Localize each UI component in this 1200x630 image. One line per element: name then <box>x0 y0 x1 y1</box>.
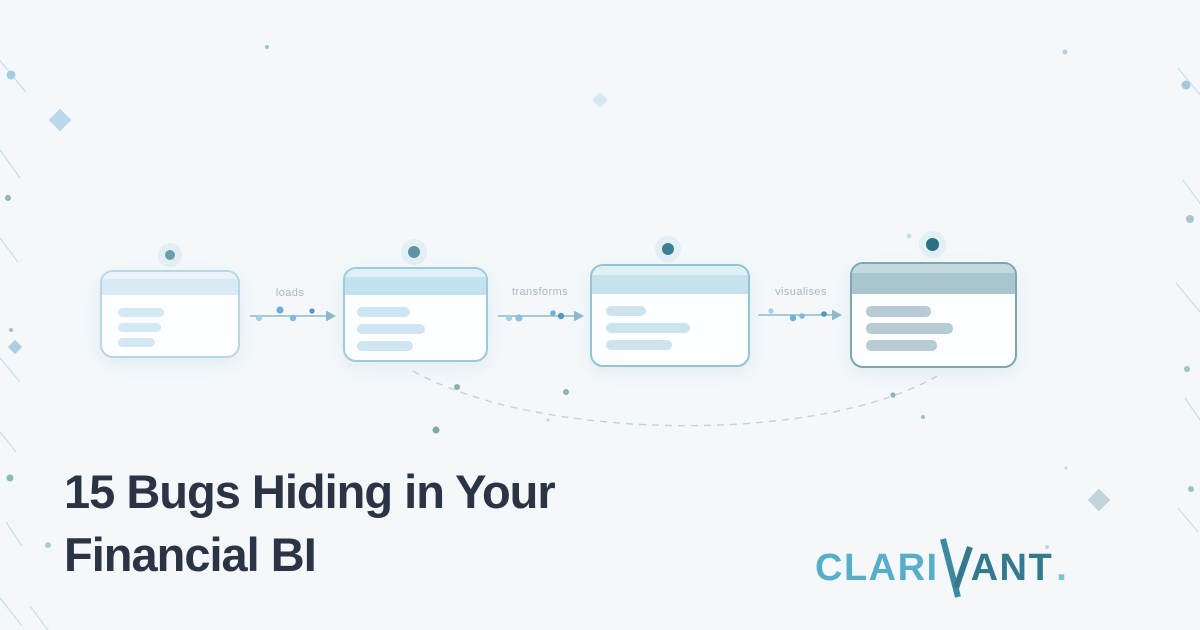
arrow-label-transforms: transforms <box>512 286 568 298</box>
skeleton-line <box>357 341 413 351</box>
page-title: 15 Bugs Hiding in Your Financial BI <box>64 460 556 586</box>
diamond-blob-top <box>592 92 608 108</box>
title-line-1: 15 Bugs Hiding in Your <box>64 465 556 518</box>
node-dot-icon <box>662 243 674 255</box>
arrow-label-loads: loads <box>275 287 305 299</box>
skeleton-line <box>606 306 646 316</box>
logo-period: . <box>1056 546 1067 589</box>
skeleton-line <box>606 323 690 333</box>
curve-dots <box>432 384 925 434</box>
arrow-label-visualises: visualises <box>775 286 827 298</box>
skeleton-line <box>866 306 931 317</box>
title-line-2: Financial BI <box>64 528 317 581</box>
confetti-dots-right <box>1181 80 1194 492</box>
skeleton-line <box>606 340 672 350</box>
diamond-bottom-right <box>1087 488 1111 512</box>
card-skeleton-body <box>592 294 748 350</box>
tiny-dot-top <box>265 45 269 49</box>
skeleton-line <box>866 323 953 334</box>
skeleton-line <box>118 323 161 332</box>
diamond-mid-left <box>7 339 23 355</box>
card-header-bar <box>852 264 1015 294</box>
node-dot-icon <box>926 238 939 251</box>
pipeline-card-source <box>100 270 240 358</box>
feedback-curve <box>412 370 938 427</box>
skeleton-line <box>118 338 155 347</box>
pipeline-card-transformed <box>590 264 750 367</box>
pipeline-card-dashboard <box>850 262 1017 368</box>
pipeline-card-loaded <box>343 267 488 362</box>
node-dot-icon <box>408 246 420 258</box>
logo-text-prefix: CLARI <box>815 547 939 589</box>
card-skeleton-body <box>345 295 486 351</box>
logo-text-suffix: ANT <box>970 547 1054 589</box>
skeleton-line <box>357 307 410 317</box>
logo-v-icon <box>939 538 973 598</box>
card-header-bar <box>102 272 238 295</box>
arrow-visualises <box>758 309 842 321</box>
card-header-bar <box>592 266 748 294</box>
node-dot-icon <box>165 250 175 260</box>
card-skeleton-body <box>102 295 238 347</box>
skeleton-line <box>866 340 937 351</box>
skeleton-line <box>118 308 164 317</box>
tiny-dot-card4 <box>906 233 912 239</box>
confetti-dots-left <box>5 70 51 548</box>
arrow-loads <box>250 310 336 322</box>
card-header-bar <box>345 269 486 295</box>
skeleton-line <box>357 324 425 334</box>
tiny-dot-topright <box>1062 49 1068 55</box>
clarivant-logo: CLARI ANT . <box>815 538 1067 598</box>
confetti-lines-left <box>0 59 49 630</box>
confetti-lines-right <box>1175 67 1200 533</box>
diamond-top-left <box>48 108 72 132</box>
arrow-transforms-particles <box>505 310 565 322</box>
card-skeleton-body <box>852 294 1015 351</box>
arrow-visualises-particles <box>768 308 827 322</box>
arrow-loads-particles <box>255 306 315 322</box>
tiny-dot-br2 <box>1045 545 1049 549</box>
tiny-dot-br1 <box>1064 466 1068 470</box>
